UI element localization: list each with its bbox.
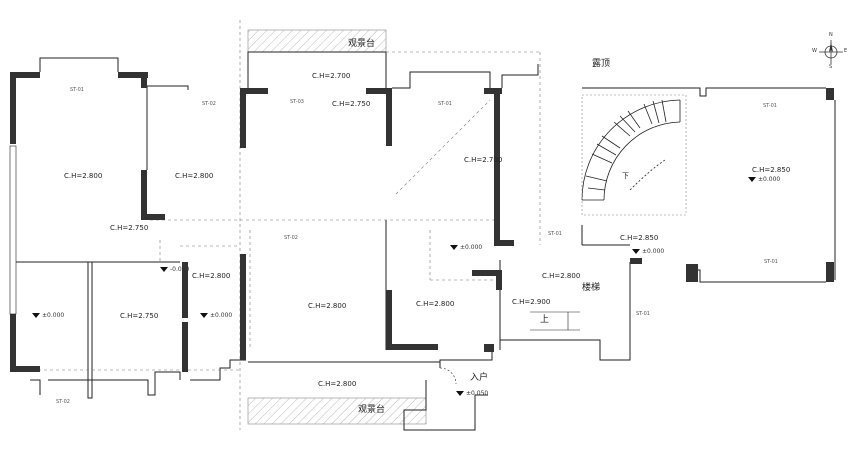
note-label: ST-01	[764, 259, 778, 265]
thin-walls	[14, 51, 836, 431]
floor-level-marker: ±0.050	[456, 390, 488, 397]
floor-level-marker: ±0.000	[32, 312, 64, 319]
entrance-label: 入户	[470, 373, 489, 383]
compass-south: S	[829, 64, 833, 70]
level-triangle-icon	[200, 313, 208, 318]
ceiling-height-label: C.H=2.900	[512, 298, 551, 306]
note-label: ST-01	[438, 101, 452, 107]
ceiling-height-label: C.H=2.800	[175, 172, 214, 180]
thick-walls	[10, 72, 834, 372]
compass-west: W	[812, 48, 817, 54]
ceiling-height-label: C.H=2.800	[308, 302, 347, 310]
note-label: ST-01	[70, 87, 84, 93]
note-label: ST-02	[284, 235, 298, 241]
note-label: ST-01	[763, 103, 777, 109]
spiral-stair	[581, 99, 681, 201]
terrace-top-label: 观景台	[348, 39, 376, 49]
level-triangle-icon	[748, 177, 756, 182]
stair-box	[581, 94, 687, 216]
ceiling-height-label: C.H=2.850	[620, 234, 659, 242]
entrance-steps	[439, 311, 580, 385]
up-label: 上	[540, 315, 550, 325]
floor-level-marker: ±0.000	[450, 244, 482, 251]
level-triangle-icon	[632, 249, 640, 254]
floor-level-marker: ±0.000	[748, 176, 780, 183]
ceiling-height-label: C.H=2.800	[64, 172, 103, 180]
down-label: 下	[622, 172, 629, 180]
ceiling-height-label: C.H=2.850	[752, 166, 791, 174]
note-label: ST-02	[56, 399, 70, 405]
dashed-guides	[14, 20, 541, 430]
ceiling-height-label: C.H=2.800	[542, 272, 581, 280]
note-label: ST-01	[636, 311, 650, 317]
ceiling-height-label: C.H=2.800	[416, 300, 455, 308]
ceiling-height-label: C.H=2.800	[318, 380, 357, 388]
ceiling-height-label: C.H=2.750	[332, 100, 371, 108]
ceiling-height-label: C.H=2.800	[192, 272, 231, 280]
level-triangle-icon	[160, 267, 168, 272]
ceiling-height-label: C.H=2.750	[110, 224, 149, 232]
ceiling-height-label: C.H=2.700	[464, 156, 503, 164]
compass-icon	[819, 40, 843, 64]
compass: N S E W	[812, 32, 848, 70]
terrace-bottom-hatch	[247, 397, 427, 425]
ceiling-height-label: C.H=2.750	[120, 312, 159, 320]
note-label: ST-02	[202, 101, 216, 107]
floor-level-marker: -0.050	[160, 266, 189, 273]
compass-north: N	[829, 32, 833, 38]
note-label: ST-03	[290, 99, 304, 105]
floor-level-marker: ±0.000	[632, 248, 664, 255]
ceiling-height-label: C.H=2.700	[312, 72, 351, 80]
compass-east: E	[844, 48, 848, 54]
note-label: ST-01	[548, 231, 562, 237]
floor-level-marker: ±0.000	[200, 312, 232, 319]
stairs-label: 楼梯	[582, 283, 601, 293]
windows	[9, 145, 17, 315]
level-triangle-icon	[456, 391, 464, 396]
level-triangle-icon	[32, 313, 40, 318]
level-triangle-icon	[450, 245, 458, 250]
roof-label: 露顶	[592, 59, 611, 69]
terrace-bottom-label: 观景台	[358, 405, 386, 415]
